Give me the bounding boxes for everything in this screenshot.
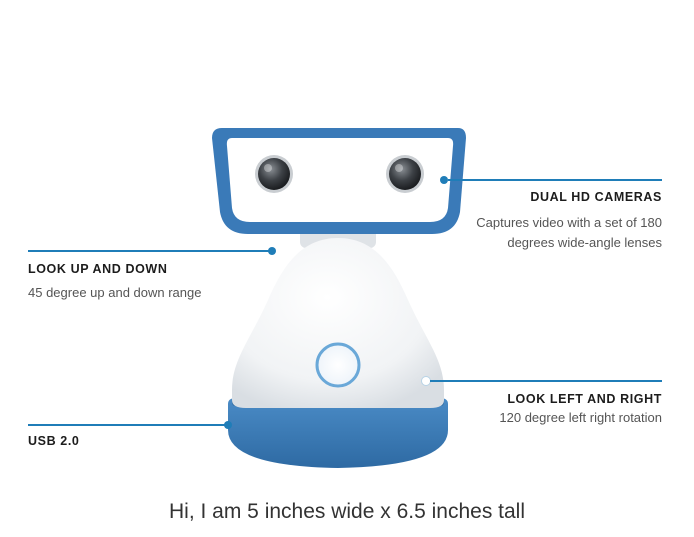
cameras-desc-line2: degrees wide-angle lenses: [507, 235, 662, 250]
look-left-right-title: LOOK LEFT AND RIGHT: [507, 392, 662, 406]
usb-marker: [224, 421, 232, 429]
size-caption: Hi, I am 5 inches wide x 6.5 inches tall: [169, 500, 525, 523]
cameras-marker: [440, 176, 448, 184]
robot-base: [228, 398, 448, 468]
look-up-down-title: LOOK UP AND DOWN: [28, 262, 168, 276]
cameras-title: DUAL HD CAMERAS: [530, 190, 662, 204]
look-up-down-desc: 45 degree up and down range: [28, 285, 202, 300]
power-button: [315, 342, 361, 388]
cameras-desc-line1: Captures video with a set of 180: [476, 215, 662, 230]
usb-title: USB 2.0: [28, 434, 80, 448]
camera-right-icon: [386, 155, 424, 193]
look-left-right-desc: 120 degree left right rotation: [499, 410, 662, 425]
robot-body: [232, 238, 444, 408]
camera-left-icon: [255, 155, 293, 193]
look-left-right-line: [430, 380, 662, 382]
usb-line: [28, 424, 226, 426]
cameras-line: [448, 179, 662, 181]
look-left-right-marker: [422, 377, 430, 385]
look-up-down-line: [28, 250, 270, 252]
look-up-down-marker: [268, 247, 276, 255]
